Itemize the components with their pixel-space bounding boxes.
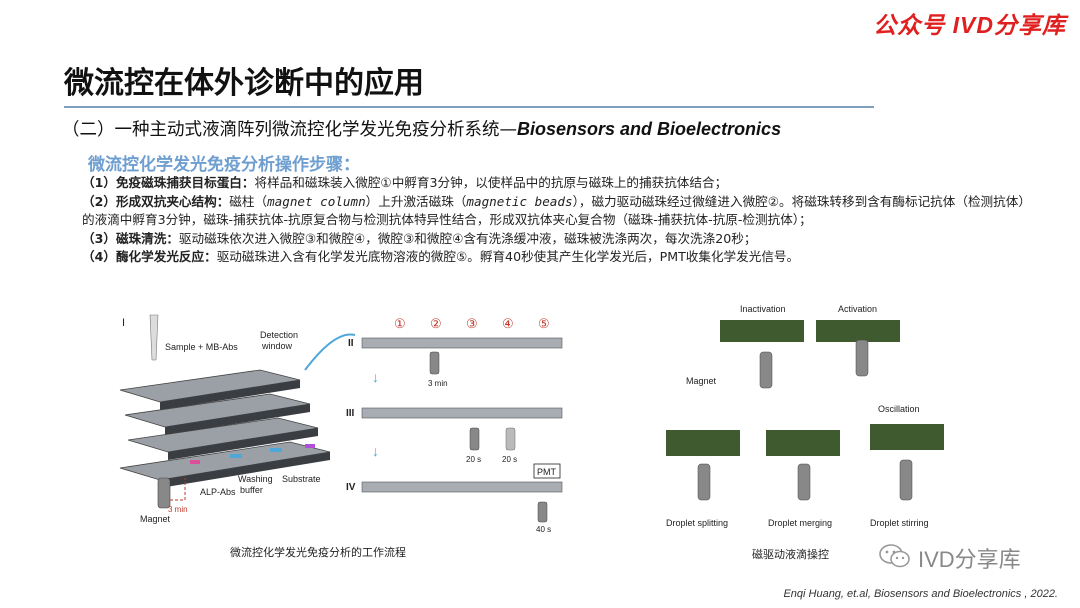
panel-3-label: III — [346, 408, 355, 419]
label-splitting: Droplet splitting — [666, 518, 728, 528]
label-magnet-right: Magnet — [686, 376, 717, 386]
chamber-1: ① — [394, 316, 406, 331]
slide-title: 微流控在体外诊断中的应用 — [64, 66, 424, 101]
steps-list: （1）免疫磁珠捕获目标蛋白：将样品和磁珠装入微腔①中孵育3分钟，以使样品中的抗原… — [82, 174, 1042, 267]
panel-splitting — [666, 430, 740, 456]
panel-activation — [816, 320, 900, 342]
step-1: （1）免疫磁珠捕获目标蛋白：将样品和磁珠装入微腔①中孵育3分钟，以使样品中的抗原… — [82, 174, 1042, 193]
slide-subtitle: （二）一种主动式液滴阵列微流控化学发光免疫分析系统—Biosensors and… — [62, 116, 781, 141]
label-40s: 40 s — [536, 525, 551, 534]
magnet-4 — [537, 501, 548, 523]
workflow-figure: I Sample + MB-Abs Detection window ALP-A… — [119, 314, 563, 534]
wechat-icon — [879, 544, 910, 568]
label-20s-a: 20 s — [466, 455, 481, 464]
panel-4-label: IV — [346, 482, 356, 493]
pmt-box — [533, 463, 561, 479]
strip-3 — [361, 407, 563, 419]
label-magnet: Magnet — [140, 514, 171, 524]
droplet-manipulation-figure: Inactivation Activation Magnet Oscillati… — [666, 304, 944, 528]
step-4-text: 驱动磁珠进入含有化学发光底物溶液的微腔⑤。孵育40秒使其产生化学发光后，PMT收… — [216, 249, 800, 265]
magnet-stir — [899, 459, 913, 501]
label-3min-a: 3 min — [168, 505, 188, 514]
step-2: （2）形成双抗夹心结构：磁柱（magnet column）上升激活磁珠（magn… — [82, 193, 1042, 230]
steps-heading: 微流控化学发光免疫分析操作步骤： — [88, 155, 360, 175]
label-buffer: buffer — [240, 485, 263, 495]
chamber-numbers: ① ② ③ ④ ⑤ — [394, 316, 550, 331]
label-substrate: Substrate — [282, 474, 321, 484]
step-4: （4）酶化学发光反应：驱动磁珠进入含有化学发光底物溶液的微腔⑤。孵育40秒使其产… — [82, 248, 1042, 267]
down-arrow-2: ↓ — [372, 443, 379, 459]
chamber-4: ④ — [502, 316, 514, 331]
magnet-3a — [469, 427, 480, 451]
magnet-2 — [429, 351, 440, 375]
step-2-text-c: ），磁力驱动磁珠经过微缝进入微腔②。将磁珠转移到含有酶标记抗体（检测抗体）的液滴… — [82, 193, 1031, 228]
transition-arrow — [304, 333, 356, 371]
caption-workflow: 微流控化学发光免疫分析的工作流程 — [230, 546, 406, 559]
label-20s-b: 20 s — [502, 455, 517, 464]
label-window: window — [261, 341, 293, 351]
chamber-2: ② — [430, 316, 442, 331]
step-3-label: （3）磁珠清洗： — [82, 230, 179, 246]
label-sample: Sample + MB-Abs — [165, 342, 238, 352]
title-rule — [64, 106, 874, 108]
panel-inactivation — [720, 320, 804, 342]
step-3-text: 驱动磁珠依次进入微腔③和微腔④，微腔③和微腔④含有洗涤缓冲液，磁珠被洗涤两次，每… — [178, 230, 757, 246]
step-2-term-magnet-column: magnet column — [267, 193, 366, 209]
wechat-account-badge: IVD分享库 — [878, 538, 1068, 574]
magnet-inactive — [759, 351, 773, 389]
label-activation: Activation — [838, 304, 877, 314]
step-2-text-b: ）上升激活磁珠（ — [365, 193, 467, 209]
wechat-account-name: IVD分享库 — [918, 547, 1021, 572]
label-3min-b: 3 min — [428, 379, 448, 388]
magnet-active — [855, 339, 869, 377]
panel-2-label: II — [348, 338, 354, 349]
label-inactivation: Inactivation — [740, 304, 786, 314]
label-detection: Detection — [260, 330, 298, 340]
step-2-label: （2）形成双抗夹心结构： — [82, 193, 230, 209]
step-4-label: （4）酶化学发光反应： — [82, 249, 217, 265]
caption-droplet: 磁驱动液滴操控 — [752, 548, 829, 561]
label-pmt: PMT — [537, 467, 557, 477]
chamber-5: ⑤ — [538, 316, 550, 331]
subtitle-cn: （二）一种主动式液滴阵列微流控化学发光免疫分析系统— — [62, 120, 517, 140]
pipette-icon — [149, 314, 159, 361]
magnet-split — [697, 463, 711, 501]
step-3: （3）磁珠清洗：驱动磁珠依次进入微腔③和微腔④，微腔③和微腔④含有洗涤缓冲液，磁… — [82, 230, 1042, 249]
step-2-term-magnetic-beads: magnetic beads — [466, 193, 573, 209]
strip-2 — [361, 337, 563, 349]
label-merging: Droplet merging — [768, 518, 832, 528]
label-washing: Washing — [238, 474, 273, 484]
subtitle-journal: Biosensors and Bioelectronics — [517, 119, 782, 139]
step-1-text: 将样品和磁珠装入微腔①中孵育3分钟，以使样品中的抗原与磁珠上的捕获抗体结合； — [254, 175, 728, 190]
step-1-label: （1）免疫磁珠捕获目标蛋白： — [82, 175, 255, 190]
label-oscillation: Oscillation — [878, 404, 920, 414]
watermark: 公众号 IVD分享库 — [873, 12, 1066, 38]
citation: Enqi Huang, et.al, Biosensors and Bioele… — [783, 588, 1058, 600]
down-arrow-1: ↓ — [372, 369, 379, 385]
magnet-merge — [797, 463, 811, 501]
strip-4 — [361, 481, 563, 493]
panel-stirring — [870, 424, 944, 450]
panel-1-label: I — [122, 317, 125, 329]
label-stirring: Droplet stirring — [870, 518, 929, 528]
step-2-text-a: 磁柱（ — [229, 193, 268, 209]
chamber-3: ③ — [466, 316, 478, 331]
chip-stack — [119, 369, 331, 488]
magnet-3b — [505, 427, 516, 451]
magnet-icon — [157, 477, 171, 509]
panel-merging — [766, 430, 840, 456]
label-alp: ALP-Abs — [200, 487, 236, 497]
